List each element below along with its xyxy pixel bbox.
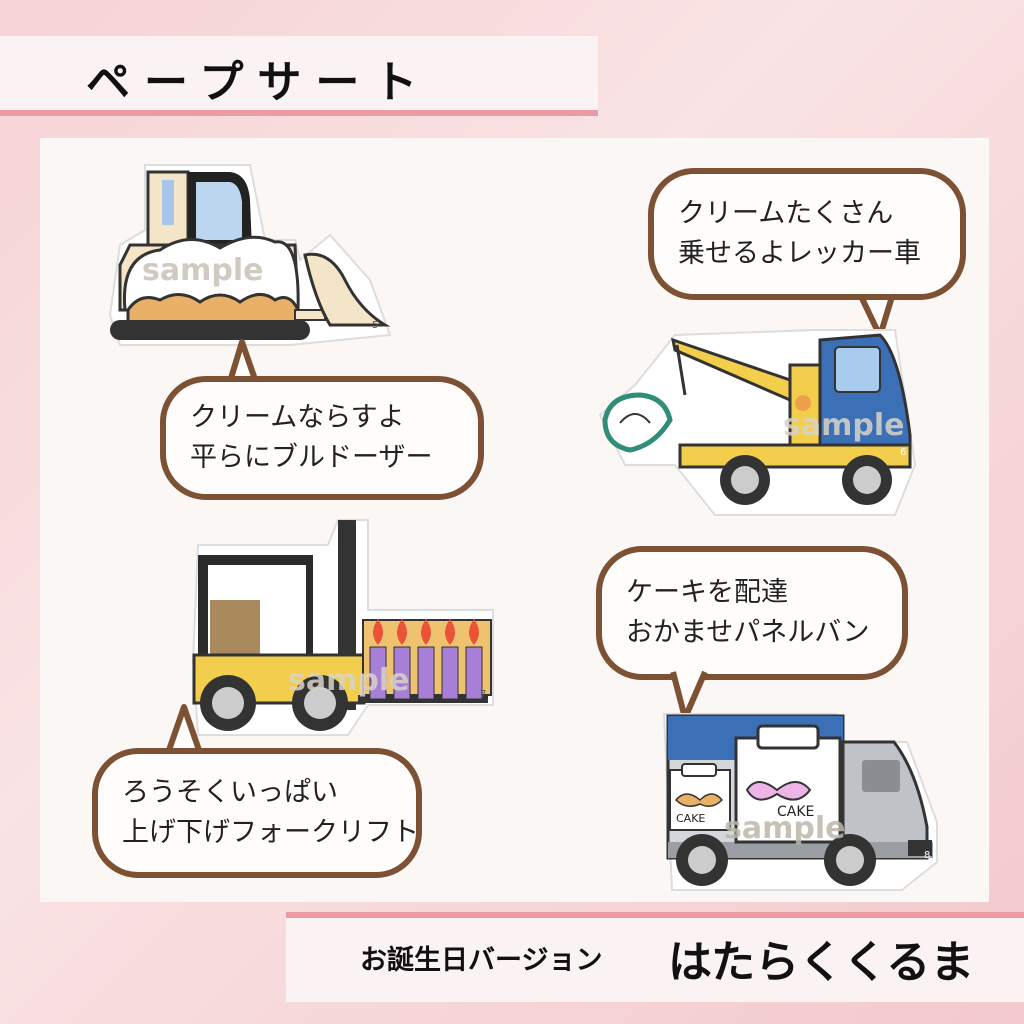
- bubble-line: 平らにブルドーザー: [190, 442, 433, 473]
- title-band: ペープサート: [0, 36, 598, 116]
- card-number: 5: [372, 320, 378, 331]
- bubble-line: 乗せるよレッカー車: [678, 238, 921, 269]
- card-number: 6: [900, 447, 906, 458]
- bubble-line: ケーキを配達: [626, 577, 788, 608]
- cake-label: CAKE: [676, 812, 705, 825]
- tow-truck-illustration: 6 sample: [598, 329, 917, 516]
- bubble-line: おかませパネルバン: [626, 617, 870, 648]
- bubble-tail: [165, 704, 203, 754]
- panel-van-illustration: CAKE CAKE 8 sample: [662, 713, 938, 891]
- watermark-text: sample: [142, 253, 263, 288]
- footer-band: お誕生日バージョン はたらくくるま: [286, 912, 1024, 1002]
- bubble-line: クリームならすよ: [190, 402, 405, 433]
- footer-title: はたらくくるま: [668, 937, 975, 988]
- forklift-illustration: 7 sample: [191, 519, 494, 736]
- footer-subtitle: お誕生日バージョン: [360, 945, 603, 976]
- bubble-line: 上げ下げフォークリフト: [122, 817, 419, 848]
- cake-label: CAKE: [777, 804, 814, 820]
- speech-bubble-forklift: ろうそくいっぱい 上げ下げフォークリフト: [92, 748, 422, 878]
- speech-bubble-tow-truck: クリームたくさん 乗せるよレッカー車: [648, 168, 966, 300]
- bulldozer-illustration: 5 sample: [108, 164, 392, 346]
- speech-bubble-panel-van: ケーキを配達 おかませパネルバン: [596, 546, 908, 680]
- bubble-line: ろうそくいっぱい: [122, 777, 338, 808]
- page-title: ペープサート: [86, 57, 432, 108]
- watermark-text: sample: [783, 408, 904, 443]
- speech-bubble-bulldozer: クリームならすよ 平らにブルドーザー: [160, 376, 484, 500]
- card-number: 7: [480, 689, 486, 700]
- watermark-text: sample: [724, 811, 845, 846]
- watermark-text: sample: [288, 663, 409, 698]
- candles: [369, 619, 483, 700]
- card-number: 8: [924, 850, 930, 861]
- bubble-line: クリームたくさん: [678, 198, 894, 229]
